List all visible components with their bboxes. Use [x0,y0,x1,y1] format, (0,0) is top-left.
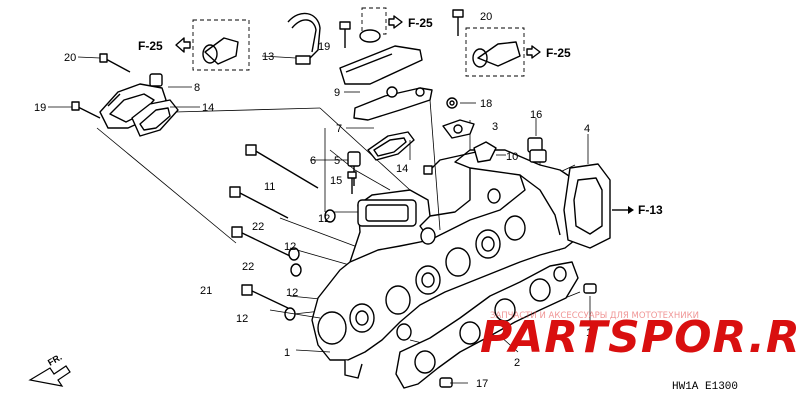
bolt-22-upper [229,186,289,219]
callout-5: 5 [334,155,340,167]
stud-17-lower [439,377,453,388]
ref-arrow-top [388,15,403,29]
ref-f13: F-13 [638,203,663,217]
stud-17-right [583,283,597,294]
diagram-code: HW1A E1300 [672,381,738,393]
callout-21: 21 [200,285,212,297]
callout-15: 15 [330,175,342,187]
callout-10: 10 [506,151,518,163]
callout-12-d: 12 [236,313,248,325]
bolt-20-right [452,9,464,36]
callout-12-a: 12 [318,213,330,225]
bolt-19-left [71,101,101,119]
ref-f25-right: F-25 [546,46,571,60]
ref-arrow-f13 [612,206,634,214]
intake-gasket [395,261,579,389]
callout-18: 18 [480,98,492,110]
callout-6: 6 [310,155,316,167]
callout-22-b: 22 [242,261,254,273]
bolt-22-lower [231,226,291,257]
intake-manifold-body [311,149,591,379]
washers-12 [284,209,336,321]
callout-12-b: 12 [284,241,296,253]
watermark-brand: PARTSPOR.RU [480,312,800,363]
callout-22-a: 22 [252,221,264,233]
gasket-14-center [367,131,415,161]
ref-arrow-left [175,37,191,53]
callout-9: 9 [334,87,340,99]
callout-19-left: 19 [34,102,46,114]
callout-20-right: 20 [480,11,492,23]
ref-arrow-right [526,45,541,59]
callout-2: 2 [514,357,520,369]
reference-labels: F-25 F-25 F-25 F-13 FR. [46,16,663,368]
connector-10 [423,141,497,175]
callout-20-left: 20 [64,52,76,64]
callout-16: 16 [530,109,542,121]
front-label: FR. [46,352,64,368]
collar-16 [527,137,547,163]
bolt-15 [347,171,357,194]
ref-f25-left: F-25 [138,39,163,53]
callout-17-right: 17 [586,327,598,339]
callout-1: 1 [284,347,290,359]
callout-19-top: 19 [318,41,330,53]
callout-14-left: 14 [202,102,214,114]
callout-7: 7 [336,123,342,135]
detail-box-f25-top [359,7,387,43]
watermark: ЗАПЧАСТИ И АКСЕССУАРЫ ДЛЯ МОТОТЕХНИКИ PA… [480,311,800,363]
detail-box-f25-left [192,19,250,71]
callout-17-lower: 17 [476,378,488,390]
ref-f25-top: F-25 [408,16,433,30]
callout-11: 11 [264,181,275,193]
sensor-3 [442,119,475,139]
callout-3: 3 [492,121,498,133]
callout-leaders [48,55,591,384]
callout-12-c: 12 [286,287,298,299]
callout-13: 13 [262,51,274,63]
bolt-19-top [339,21,351,48]
watermark-subtitle: ЗАПЧАСТИ И АКСЕССУАРЫ ДЛЯ МОТОТЕХНИКИ [490,311,699,321]
bolt-11 [245,144,319,189]
hose-clamp-13 [287,12,321,65]
gasket-4 [563,163,611,249]
bolt-21 [241,284,289,309]
washer-18 [446,97,458,109]
fitting-5-6 [347,151,361,186]
front-arrow-icon [28,365,71,387]
valve-assembly-left [99,73,179,137]
callout-14-center: 14 [396,163,408,175]
bracket-plate-9 [339,45,433,121]
bolt-20-left [99,53,131,73]
callout-8: 8 [194,82,200,94]
callout-labels: 20 8 19 14 13 19 20 9 7 6 5 15 14 18 3 1… [34,11,598,390]
callout-4: 4 [584,123,590,135]
detail-box-f25-right [465,27,525,77]
